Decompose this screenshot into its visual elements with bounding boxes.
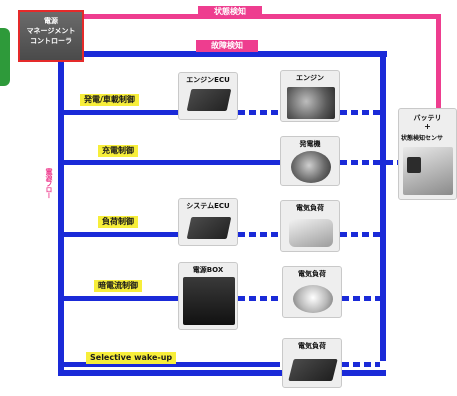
- load1-to-bus-link: [340, 232, 380, 237]
- power-management-controller: 電源 マネージメント コントローラ: [18, 10, 84, 62]
- branch-line-4: [58, 296, 180, 301]
- load3-to-bus-link: [342, 362, 380, 367]
- engine-ecu-card: エンジンECU: [178, 72, 238, 120]
- generator-card: 発電機: [280, 136, 340, 186]
- controller-title-line3: コントローラ: [20, 36, 82, 46]
- control-label-generation: 発電/車載制御: [80, 94, 139, 106]
- load2-title: 電気負荷: [283, 269, 341, 279]
- battery-title-line2: +: [399, 122, 456, 131]
- load3-title: 電気負荷: [283, 341, 341, 351]
- engine-to-bus-link: [340, 110, 380, 115]
- load3-image: [288, 359, 337, 381]
- electric-load-card-2: 電気負荷: [282, 266, 342, 318]
- load1-image: [289, 219, 333, 247]
- relay-box-card: 電源BOX: [178, 262, 238, 330]
- relay-box-image: [183, 277, 235, 325]
- status-detect-label: 状態検知: [198, 6, 262, 18]
- status-line-horizontal: [84, 14, 441, 19]
- load1-title: 電気負荷: [281, 203, 339, 213]
- generator-to-bus-link: [340, 160, 380, 165]
- engine-ecu-title: エンジンECU: [179, 75, 237, 85]
- system-ecu-module-icon: [187, 217, 232, 239]
- system-ecu-to-load1-link: [238, 232, 280, 237]
- fault-line-vertical: [380, 51, 386, 361]
- engine-title: エンジン: [281, 73, 339, 83]
- system-ecu-title: システムECU: [179, 201, 237, 211]
- load2-to-bus-link: [342, 296, 380, 301]
- control-label-selective-wakeup: Selective wake-up: [86, 352, 176, 364]
- branch-line-3: [58, 232, 180, 237]
- ecu-module-icon: [187, 89, 232, 111]
- engine-image: [287, 87, 335, 119]
- controller-title-line2: マネージメント: [20, 26, 82, 36]
- left-edge-tab: [0, 28, 10, 86]
- control-label-load: 負荷制御: [98, 216, 138, 228]
- relay-to-load2-link: [238, 296, 282, 301]
- control-label-charge: 充電制御: [98, 145, 138, 157]
- relay-box-title: 電源BOX: [179, 265, 237, 275]
- system-ecu-card: システムECU: [178, 198, 238, 246]
- ecu-to-engine-link: [238, 110, 280, 115]
- engine-card: エンジン: [280, 70, 340, 122]
- electric-load-card-1: 電気負荷: [280, 200, 340, 252]
- generator-image: [291, 151, 331, 183]
- control-label-dark-current: 暗電流制御: [94, 280, 142, 292]
- controller-title-line1: 電源: [20, 16, 82, 26]
- power-flow-label: 電源フロー: [42, 168, 54, 238]
- branch-line-1: [58, 110, 180, 115]
- battery-sensor-card: バッテリ + 状態検知センサ: [398, 108, 457, 200]
- load2-image: [293, 285, 333, 313]
- branch-line-2: [58, 160, 280, 165]
- battery-title-line3: 状態検知センサ: [401, 133, 456, 142]
- battery-sensor-image: [407, 157, 421, 173]
- status-line-vertical: [436, 14, 441, 110]
- electric-load-card-3: 電気負荷: [282, 338, 342, 388]
- generator-title: 発電機: [281, 139, 339, 149]
- fault-detect-label: 故障検知: [196, 40, 258, 52]
